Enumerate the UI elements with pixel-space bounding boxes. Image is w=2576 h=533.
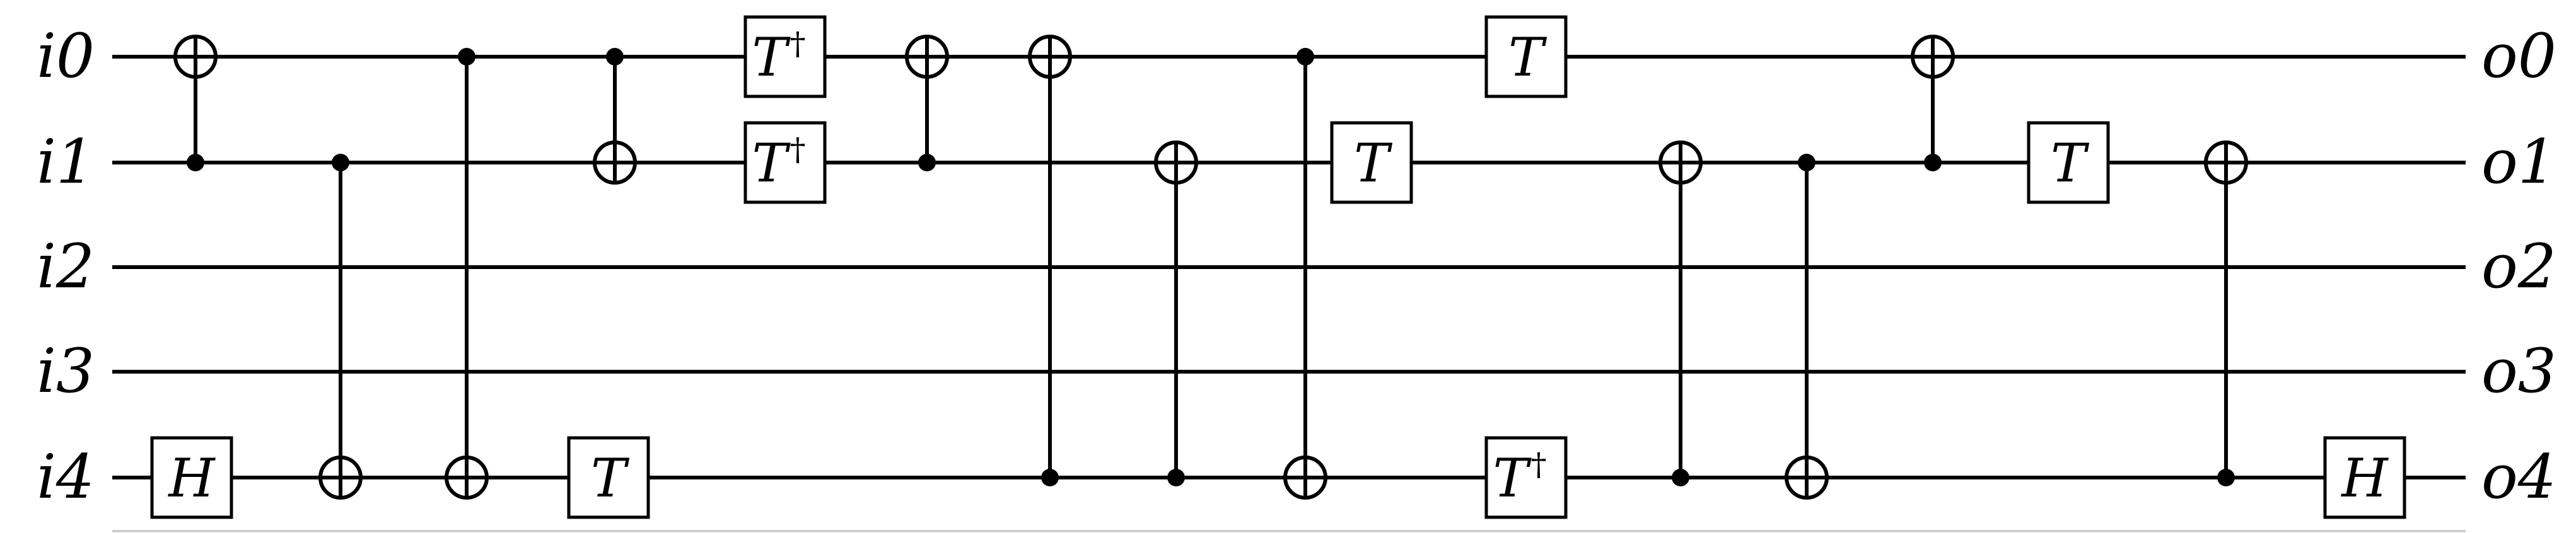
control-dot xyxy=(332,154,349,171)
output-label-o3: o3 xyxy=(2481,336,2556,406)
gate-box xyxy=(2027,121,2110,204)
input-labels: i0 i1 i2 i3 i4 xyxy=(37,21,95,512)
cnot-gate xyxy=(905,35,949,171)
control-dot xyxy=(1924,154,1942,171)
gate-t: T xyxy=(1484,15,1568,98)
gate-label: T xyxy=(2051,132,2090,194)
cnot-gate xyxy=(173,35,218,171)
control-dot xyxy=(1167,469,1185,486)
output-label-o0: o0 xyxy=(2481,21,2556,91)
output-labels: o0 o1 o2 o3 o4 xyxy=(2481,21,2556,512)
control-dot xyxy=(1798,154,1815,171)
gate-box xyxy=(567,436,650,519)
control-dot xyxy=(1041,469,1059,486)
gate-t-dagger: T† xyxy=(1484,436,1568,519)
input-label-i0: i0 xyxy=(37,21,95,91)
input-label-i1: i1 xyxy=(37,127,95,197)
cnot-gate xyxy=(1911,35,1955,171)
gate-box xyxy=(1484,436,1568,519)
output-label-o1: o1 xyxy=(2481,127,2556,197)
gate-box xyxy=(743,121,827,204)
circuit-operations: H T T† T† T T T† T H xyxy=(150,15,2406,519)
gate-label: T xyxy=(591,447,630,509)
control-dot xyxy=(1297,48,1314,66)
output-label-o4: o4 xyxy=(2481,442,2556,512)
gate-t: T xyxy=(567,436,650,519)
gate-label: H xyxy=(2340,447,2389,509)
control-dot xyxy=(458,48,475,66)
cnot-gate xyxy=(1785,154,1829,500)
gate-t: T xyxy=(1330,121,1413,204)
gate-box xyxy=(1484,15,1568,98)
gate-box xyxy=(150,436,233,519)
input-label-i2: i2 xyxy=(37,231,95,302)
cnot-gate xyxy=(1658,140,1703,486)
control-dot xyxy=(2217,469,2235,486)
gate-h: H xyxy=(150,436,233,519)
input-label-i3: i3 xyxy=(37,336,95,406)
gate-t-dagger: T† xyxy=(743,121,827,204)
cnot-gate xyxy=(2204,140,2248,486)
cnot-gate xyxy=(318,154,363,500)
dagger-superscript: † xyxy=(1531,446,1547,483)
cnot-gate xyxy=(1154,140,1198,486)
gate-label: T xyxy=(1508,26,1547,88)
control-dot xyxy=(918,154,936,171)
dagger-superscript: † xyxy=(790,131,806,168)
control-dot xyxy=(1672,469,1689,486)
cnot-gate xyxy=(593,48,637,185)
control-dot xyxy=(606,48,624,66)
dagger-superscript: † xyxy=(790,25,806,62)
gate-h: H xyxy=(2323,436,2406,519)
cnot-gate xyxy=(1028,35,1072,486)
control-dot xyxy=(187,154,204,171)
input-label-i4: i4 xyxy=(37,442,95,512)
output-label-o2: o2 xyxy=(2481,231,2556,302)
gate-label: H xyxy=(167,447,216,509)
gate-t: T xyxy=(2027,121,2110,204)
gate-box xyxy=(2323,436,2406,519)
gate-box xyxy=(743,15,827,98)
gate-t-dagger: T† xyxy=(743,15,827,98)
gate-label: T xyxy=(1354,132,1393,194)
cnot-gate xyxy=(445,48,489,500)
gate-box xyxy=(1330,121,1413,204)
cnot-gate xyxy=(1283,48,1327,500)
